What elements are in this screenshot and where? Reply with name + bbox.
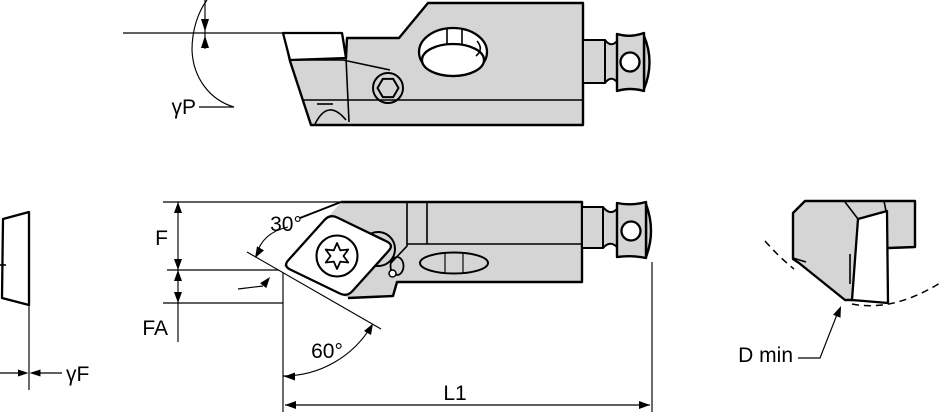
l1-arrow-right <box>639 401 650 409</box>
body-slot <box>419 251 489 275</box>
gamma-p-arrow-down <box>201 19 209 32</box>
gamma-p-label: γP <box>171 96 196 119</box>
top-view: γP <box>123 0 651 127</box>
tip-radius-arc <box>314 109 347 125</box>
stud-hole <box>619 51 641 73</box>
angle-30-label: 30° <box>270 213 302 236</box>
gamma-p-leader-arc <box>191 0 235 108</box>
tip-leader-line <box>237 285 264 290</box>
hex-screw-circle <box>372 72 404 104</box>
fa-arrow-down <box>174 292 182 303</box>
gamma-f-left-arrow <box>18 369 29 377</box>
front-view: F FA 30° 60° <box>142 200 653 412</box>
angle-60-arrow-left <box>284 372 295 381</box>
gamma-f-right-arrow <box>29 369 41 377</box>
hole-reflection-arc <box>475 40 482 57</box>
angle-30-arrow <box>255 246 264 258</box>
angle-60-arrow-right <box>364 323 373 335</box>
tip-leader-arrow <box>260 277 270 289</box>
end-view-chamfer-line <box>844 201 859 220</box>
stud-neck-front <box>581 206 604 249</box>
fa-arrow-up <box>174 270 182 281</box>
top-view-insert <box>281 31 348 62</box>
clamp-hole-inner <box>420 42 486 78</box>
side-view-insert <box>0 210 31 307</box>
end-view-insert <box>850 209 890 305</box>
pocket-floor-line <box>290 59 391 71</box>
torx-screw-head <box>315 234 359 278</box>
end-view-edge-line <box>883 200 887 212</box>
end-view-notch-line <box>792 257 807 263</box>
d-min-arrow <box>833 306 841 318</box>
angle-60-arc <box>282 324 373 377</box>
end-view: D min <box>738 199 941 367</box>
f-arrow-up <box>174 202 182 213</box>
front-view-body-outline <box>341 200 584 300</box>
side-view: γF <box>0 210 89 390</box>
stud-waist-front <box>602 206 618 249</box>
f-label: F <box>155 227 168 250</box>
body-chamfer-line <box>299 201 342 219</box>
d-min-leader <box>798 311 839 359</box>
fa-label: FA <box>142 317 168 340</box>
pocket-pin <box>389 256 405 276</box>
hex-socket-icon <box>376 77 400 99</box>
torx-star-icon <box>324 242 350 270</box>
gamma-p-arrow-up <box>201 35 209 48</box>
bore-arc-left <box>764 240 795 270</box>
stud-hole-front <box>620 220 642 242</box>
f-arrow-down <box>174 259 182 270</box>
stud-waist <box>604 39 618 84</box>
bore-arc-right <box>851 282 941 307</box>
l1-arrow-left <box>285 401 296 409</box>
angle-60-label: 60° <box>311 340 343 363</box>
l1-label: L1 <box>443 382 466 405</box>
stud-neck <box>582 39 606 84</box>
insert-edge-line <box>345 57 350 123</box>
d-min-label: D min <box>738 344 793 367</box>
gamma-f-label: γF <box>66 363 89 386</box>
insert-edge-reference-line <box>246 251 382 330</box>
pocket-pin-dot <box>388 269 397 278</box>
